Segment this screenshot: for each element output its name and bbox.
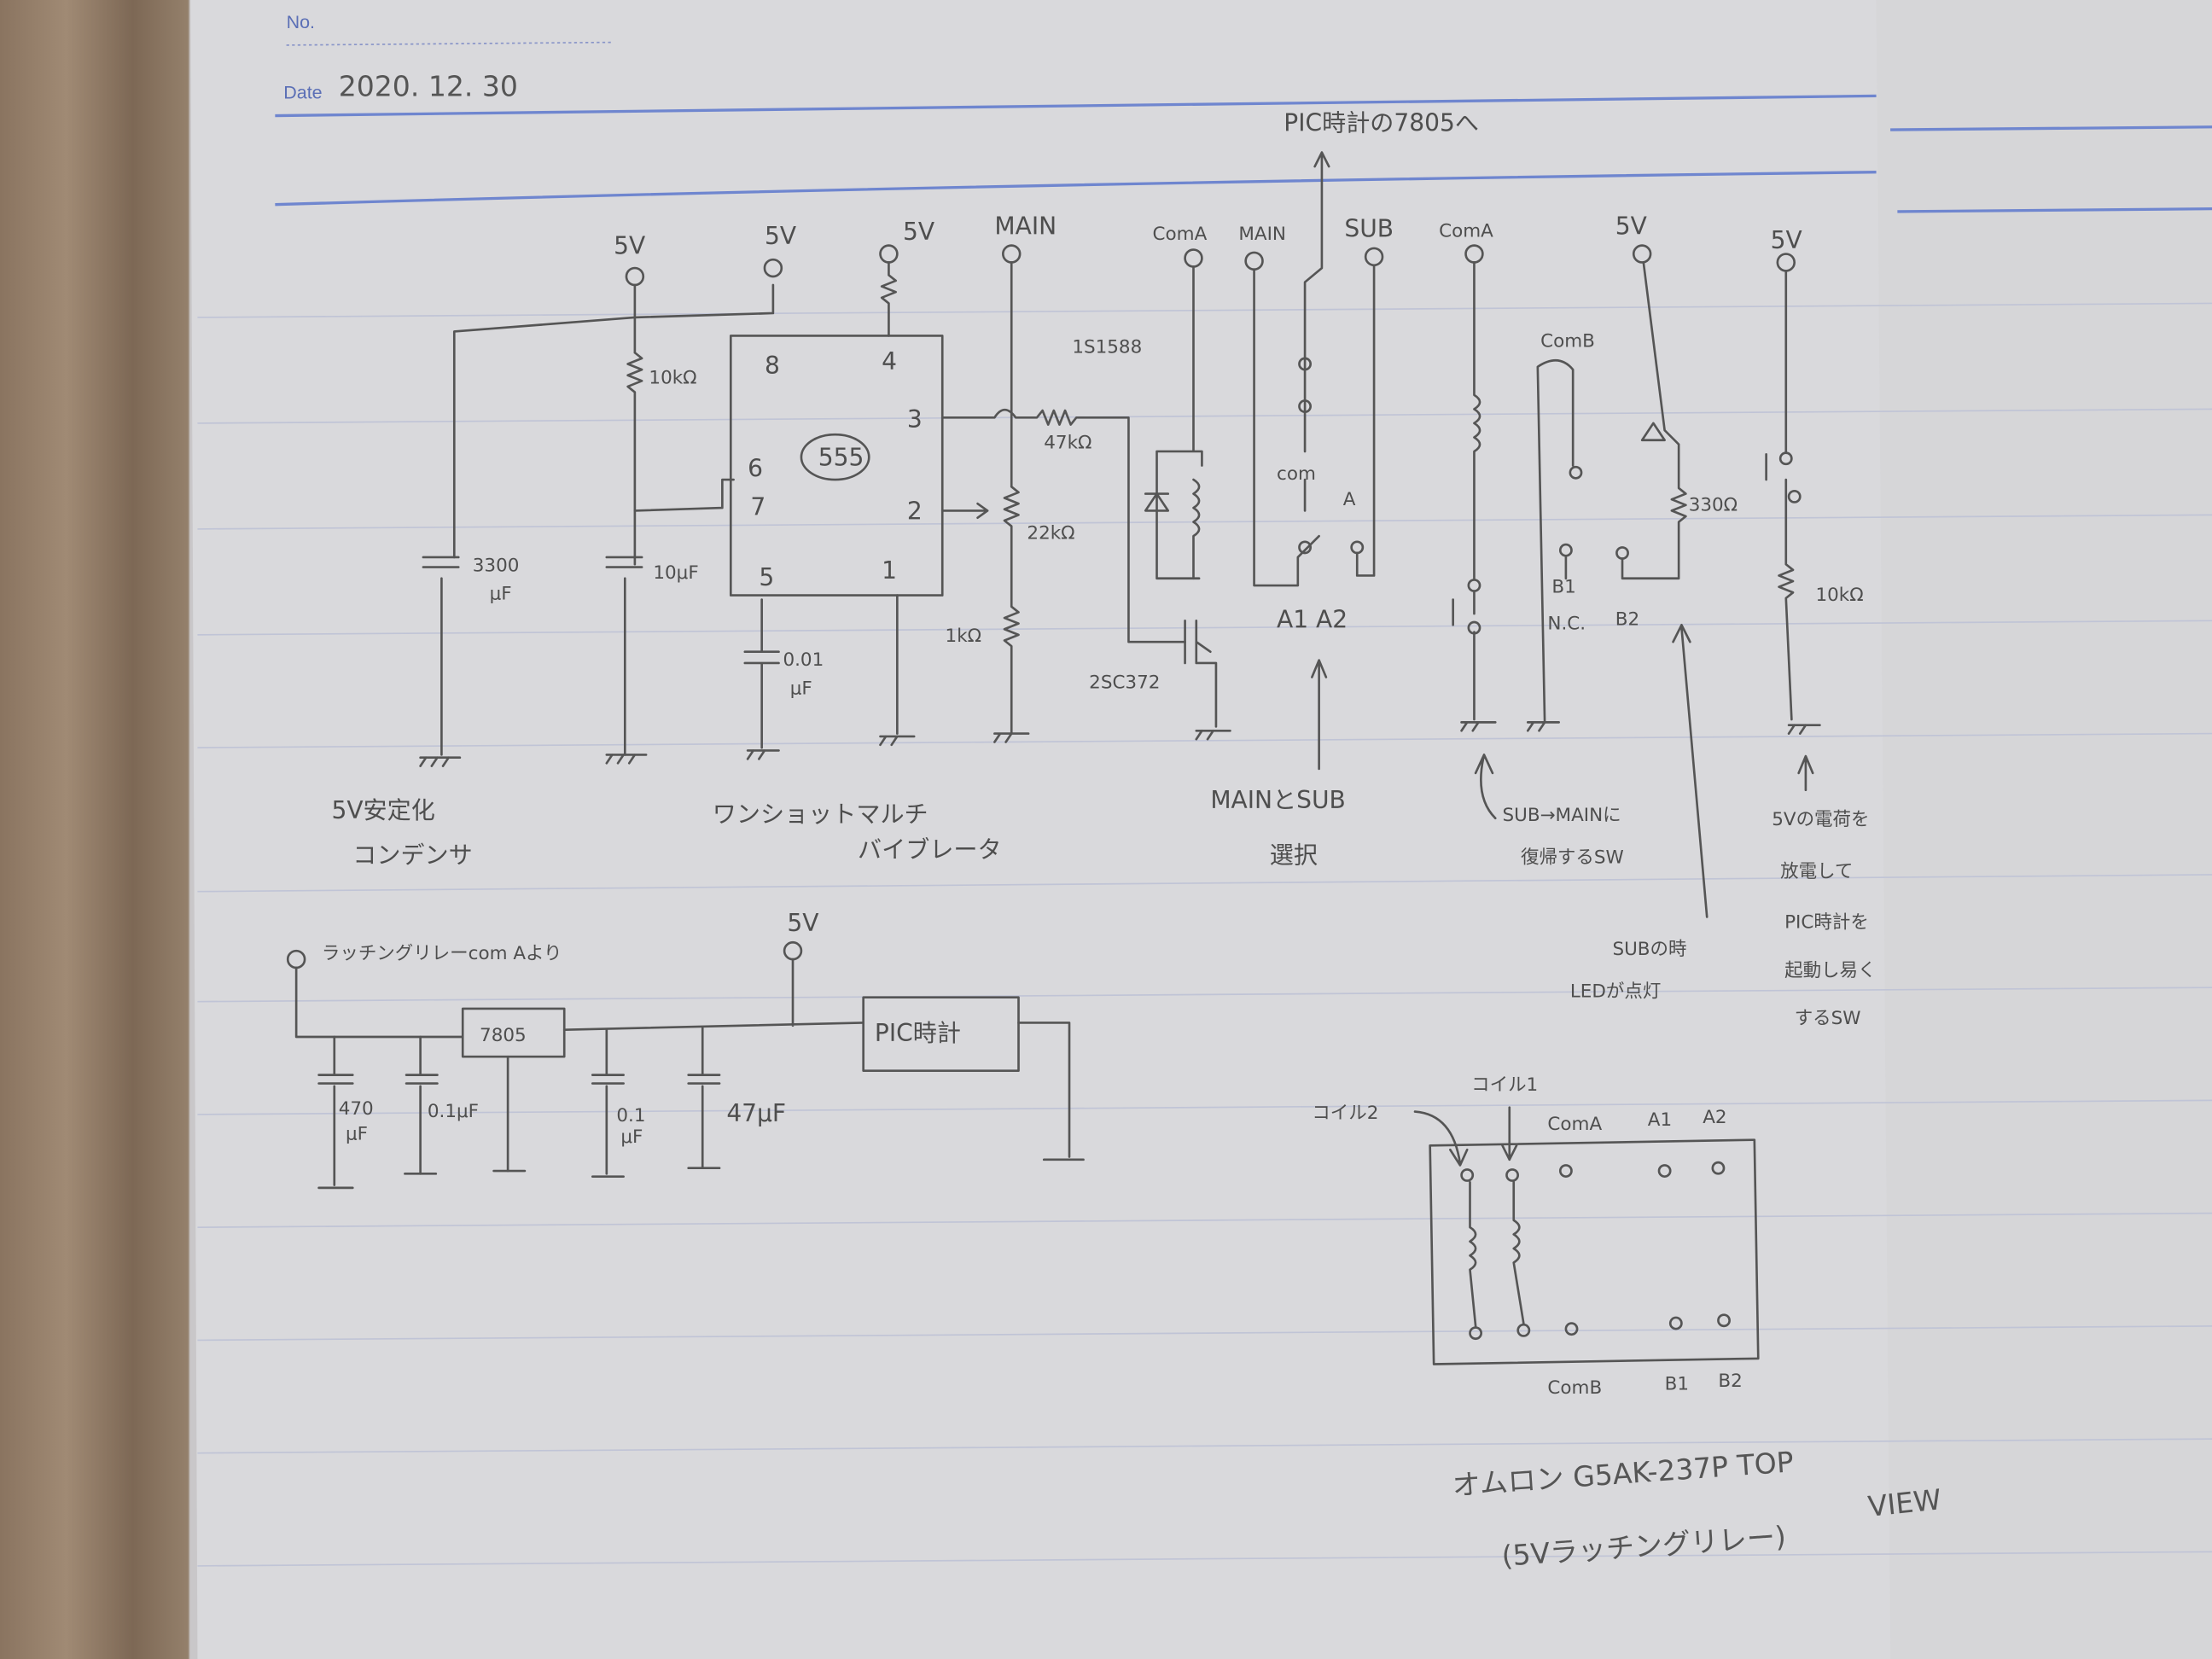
pin-8: 8 bbox=[765, 352, 780, 380]
a-label: A bbox=[1343, 489, 1356, 510]
psu-source-label: ラッチングリレーcom Aより bbox=[322, 943, 562, 964]
note-return-sw: SUB→MAINに bbox=[1503, 805, 1621, 826]
b1-label: B1 bbox=[1665, 1373, 1689, 1394]
label-com-b: ComB bbox=[1540, 331, 1595, 352]
note-led: SUBの時 bbox=[1612, 939, 1686, 960]
ic-name: 555 bbox=[818, 444, 864, 472]
com-b-label: ComB bbox=[1547, 1377, 1602, 1399]
b2-label: B2 bbox=[1718, 1371, 1742, 1392]
label-sub: SUB bbox=[1344, 215, 1394, 243]
pin-7: 7 bbox=[750, 492, 765, 521]
nc-label: N.C. bbox=[1547, 613, 1586, 634]
label-main: MAIN bbox=[1238, 224, 1286, 245]
oneshot-wiring bbox=[422, 261, 1218, 756]
r-10k-label: 10kΩ bbox=[649, 368, 696, 389]
ic-555: 555 8 4 3 6 7 2 5 1 bbox=[748, 347, 923, 591]
note-select: 選択 bbox=[1270, 841, 1318, 870]
annotations: 5V安定化 コンデンサ ワンショットマルチ バイブレータ MAINとSUB 選択… bbox=[331, 786, 1876, 1029]
pin-3: 3 bbox=[907, 405, 923, 434]
c-01b-unit: μF bbox=[620, 1126, 643, 1148]
c-001-label: 0.01 bbox=[783, 649, 824, 671]
pic-clock-box: PIC時計 bbox=[875, 1019, 961, 1047]
diode-label: 1S1588 bbox=[1072, 336, 1142, 358]
label-com-a: ComA bbox=[1439, 221, 1493, 242]
c-3300-unit: μF bbox=[490, 584, 512, 605]
label-5v: 5V bbox=[765, 222, 796, 250]
r-1k-label: 1kΩ bbox=[946, 626, 982, 647]
regulator-7805: 7805 bbox=[480, 1025, 527, 1046]
a1-a2-label: A1 A2 bbox=[1277, 606, 1348, 634]
a2-label: A2 bbox=[1703, 1107, 1726, 1128]
com-label: com bbox=[1277, 463, 1316, 485]
ground-symbols bbox=[419, 623, 1821, 918]
date-value: 2020. 12. 30 bbox=[339, 69, 518, 102]
note-discharge: 起動し易く bbox=[1784, 960, 1876, 981]
top-note: PIC時計の7805へ bbox=[1284, 109, 1479, 137]
r-330-label: 330Ω bbox=[1689, 494, 1738, 515]
label-5v: 5V bbox=[614, 232, 645, 260]
next-page bbox=[1876, 0, 2212, 1659]
relay-top-view bbox=[1413, 1106, 1760, 1365]
pin-2: 2 bbox=[907, 497, 923, 525]
pin-6: 6 bbox=[748, 455, 763, 483]
coil1-label: コイル1 bbox=[1471, 1074, 1538, 1096]
label-main: MAIN bbox=[994, 212, 1057, 240]
psu-labels: ラッチングリレーcom Aより 5V 7805 PIC時計 470 μF 0.1… bbox=[322, 909, 961, 1148]
note-stabilize: 5V安定化 bbox=[331, 796, 434, 824]
label-com-a: ComA bbox=[1153, 224, 1208, 245]
c-470-unit: μF bbox=[346, 1124, 368, 1145]
arrow-to-7805 bbox=[1303, 151, 1330, 361]
label-5v: 5V bbox=[1771, 226, 1802, 254]
psu-wiring bbox=[286, 940, 1085, 1190]
c-001-unit: μF bbox=[790, 678, 812, 699]
r-47k-label: 47kΩ bbox=[1044, 433, 1091, 454]
note-oneshot: バイブレータ bbox=[858, 835, 1002, 864]
component-labels: 10kΩ 3300 μF 10μF 0.01 μF 47kΩ 22kΩ 1kΩ … bbox=[473, 336, 1864, 699]
note-oneshot: ワンショットマルチ bbox=[713, 800, 928, 829]
r-10k-2-label: 10kΩ bbox=[1815, 585, 1863, 606]
header-line-2 bbox=[275, 171, 1877, 207]
transistor-label: 2SC372 bbox=[1089, 672, 1160, 694]
note-discharge: PIC時計を bbox=[1784, 912, 1869, 934]
relay-wiring bbox=[1192, 261, 1802, 724]
pin-4: 4 bbox=[882, 347, 897, 375]
ic-555-outline bbox=[800, 433, 870, 481]
c-47-label: 47μF bbox=[726, 1099, 786, 1127]
note-discharge: 放電して bbox=[1780, 861, 1853, 882]
pin-1: 1 bbox=[882, 556, 897, 585]
no-dotted-line bbox=[286, 41, 614, 46]
psu-5v-label: 5V bbox=[787, 909, 818, 937]
a1-label: A1 bbox=[1648, 1109, 1672, 1131]
coil2-label: コイル2 bbox=[1312, 1103, 1378, 1124]
note-discharge: するSW bbox=[1795, 1008, 1861, 1029]
next-page-line-2 bbox=[1897, 207, 2212, 213]
date-label: Date bbox=[283, 83, 322, 103]
note-led: LEDが点灯 bbox=[1570, 981, 1661, 1003]
header-line bbox=[275, 94, 1877, 118]
relay-view-label: VIEW bbox=[1866, 1482, 1943, 1523]
pin-5: 5 bbox=[759, 563, 774, 591]
b2-label: B2 bbox=[1615, 608, 1639, 630]
label-5v: 5V bbox=[903, 218, 934, 246]
next-page-line bbox=[1890, 125, 2212, 131]
b1-label: B1 bbox=[1551, 576, 1575, 597]
c-470-label: 470 bbox=[339, 1098, 374, 1120]
ruled-lines bbox=[197, 302, 2212, 1567]
c-10-label: 10μF bbox=[653, 562, 698, 584]
note-select: MAINとSUB bbox=[1210, 786, 1346, 814]
c-01b-label: 0.1 bbox=[616, 1105, 645, 1126]
terminal-labels: 5V 5V 5V MAIN ComA MAIN SUB ComA 5V 5V C… bbox=[614, 212, 1802, 352]
c-01-label: 0.1μF bbox=[428, 1101, 479, 1122]
no-label: No. bbox=[287, 12, 315, 32]
note-discharge: 5Vの電荷を bbox=[1772, 809, 1869, 830]
r-22k-label: 22kΩ bbox=[1027, 522, 1074, 544]
com-a-label: ComA bbox=[1547, 1114, 1602, 1135]
label-5v: 5V bbox=[1615, 212, 1647, 240]
note-return-sw: 復帰するSW bbox=[1521, 847, 1624, 869]
note-stabilize: コンデンサ bbox=[352, 841, 472, 870]
c-3300-label: 3300 bbox=[473, 555, 520, 576]
